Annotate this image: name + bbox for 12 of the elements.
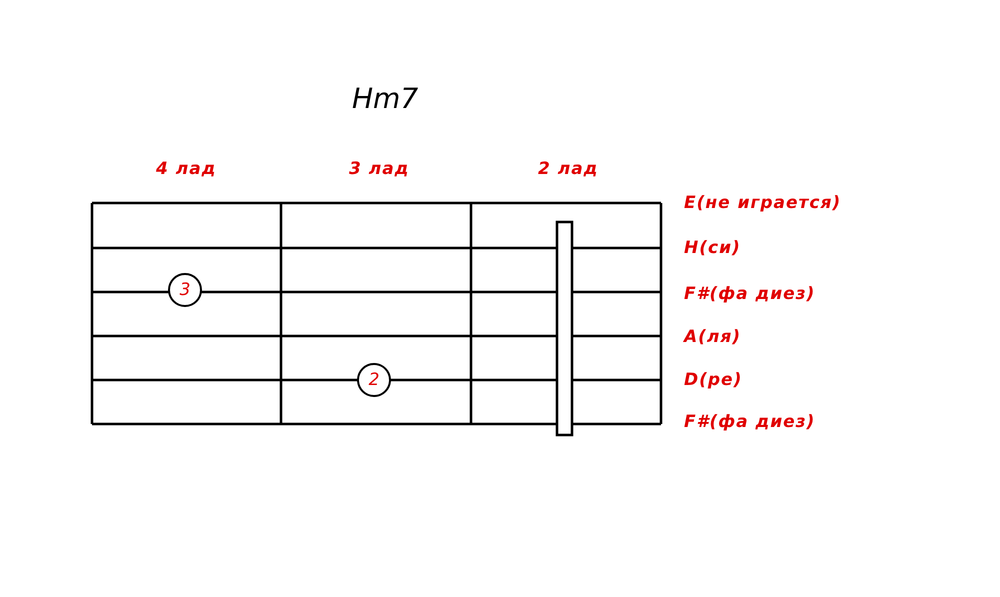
string-label: F#(фа диез) bbox=[684, 412, 816, 432]
string-label: H(си) bbox=[684, 238, 741, 258]
string-label: F#(фа диез) bbox=[684, 284, 816, 304]
fret-label: 2 лад bbox=[538, 159, 598, 179]
string-label: D(ре) bbox=[684, 370, 742, 390]
string-label: E(не играется) bbox=[684, 193, 842, 213]
fret-label: 4 лад bbox=[156, 159, 216, 179]
string-label: A(ля) bbox=[684, 327, 742, 347]
chord-title: Hm7 bbox=[352, 82, 418, 115]
finger-circle: 3 bbox=[168, 273, 202, 307]
fret-label: 3 лад bbox=[349, 159, 410, 179]
finger-circle: 2 bbox=[357, 363, 391, 397]
